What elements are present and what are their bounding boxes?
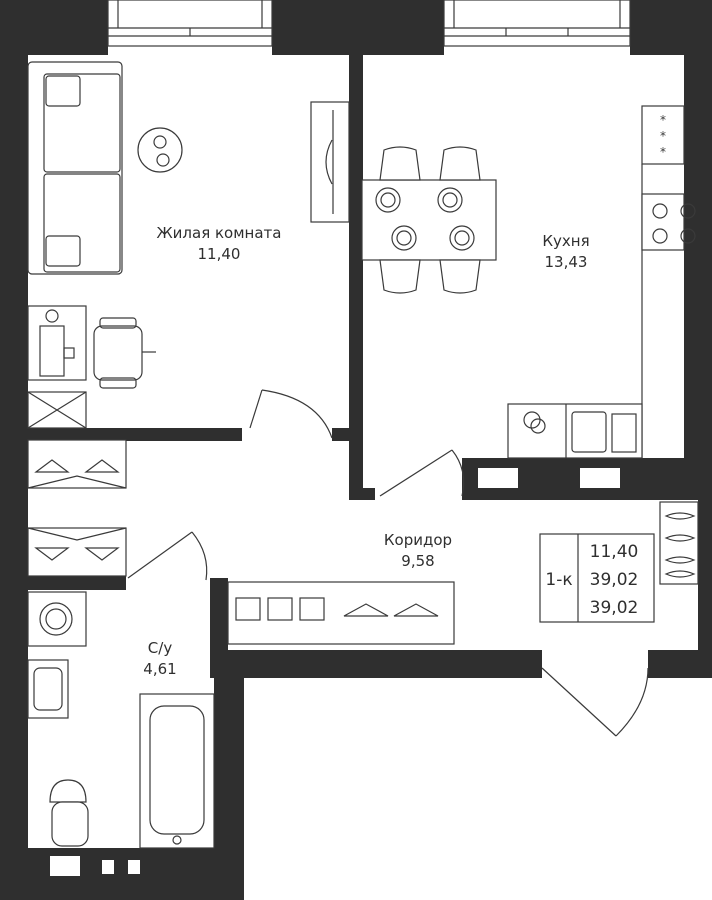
office-chair-icon (93, 317, 156, 389)
tv-icon (310, 101, 350, 223)
dining-chairs-icon (379, 146, 481, 294)
kitchen-counter-icon (507, 164, 696, 459)
svg-text:*: * (660, 113, 666, 127)
living-room-area: 11,40 (198, 245, 241, 263)
bathroom-name: С/у (148, 639, 173, 657)
bathroom-door-icon (127, 531, 208, 581)
kitchen-door-icon (379, 449, 465, 497)
kitchen-name: Кухня (542, 232, 589, 250)
summary-box (539, 533, 655, 623)
window-living (107, 0, 273, 47)
washing-machine-icon (27, 591, 87, 647)
bathtub-icon (139, 693, 215, 849)
svg-text:*: * (660, 145, 666, 159)
bathroom-area: 4,61 (143, 660, 176, 678)
coat-hangers-icon (34, 459, 120, 561)
stove-hood-icon: * * * (641, 105, 685, 165)
living-room-name: Жилая комната (157, 224, 282, 242)
window-kitchen (443, 0, 631, 47)
toilet-icon (49, 779, 89, 847)
dining-table-icon (361, 179, 497, 261)
shoe-rack-icon (659, 501, 699, 585)
coffee-table-icon (137, 127, 183, 173)
total-area-value-2: 39,02 (590, 598, 639, 618)
wardrobe-living-icon (27, 391, 87, 429)
living-door-icon (249, 389, 333, 439)
desk-icon (27, 305, 87, 381)
kitchen-area: 13,43 (545, 253, 588, 271)
sofa-icon (27, 61, 123, 275)
svg-text:*: * (660, 129, 666, 143)
sink-icon (27, 659, 69, 719)
living-area-value: 11,40 (590, 542, 639, 562)
wall-openings (50, 468, 620, 876)
total-area-value: 39,02 (590, 570, 639, 590)
corridor-name: Коридор (384, 531, 452, 549)
corridor-area: 9,58 (401, 552, 434, 570)
apartment-type: 1-к (545, 570, 572, 590)
entrance-door-icon (541, 667, 649, 737)
shoe-cabinet-icon (227, 581, 455, 645)
hallway-wardrobe-icon (27, 439, 127, 577)
